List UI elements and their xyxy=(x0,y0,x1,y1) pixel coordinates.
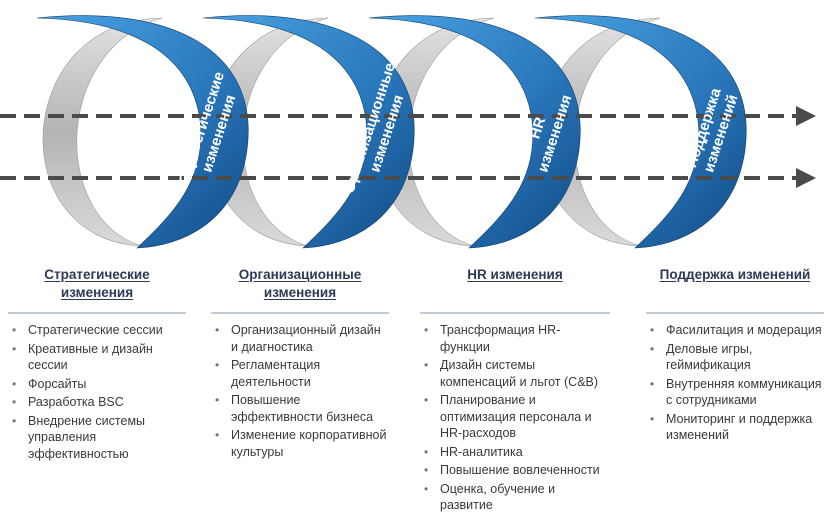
column-list: Стратегические сессии Креативные и дизай… xyxy=(8,322,186,462)
column-list: Организационный дизайн и диагностика Рег… xyxy=(211,322,389,460)
list-item: Регламентация деятельности xyxy=(211,357,389,390)
column-title: Поддержка изменений xyxy=(659,267,811,282)
list-item: Креативные и дизайн сессии xyxy=(8,341,186,374)
ribbon-back-3 xyxy=(374,17,495,247)
list-item: Дизайн системы компенсаций и льгот (C&B) xyxy=(420,357,610,390)
list-item: Мониторинг и поддержка изменений xyxy=(646,411,824,444)
list-item: Организационный дизайн и диагностика xyxy=(211,322,389,355)
list-item: Деловые игры, геймификация xyxy=(646,341,824,374)
column-hr: HR изменения Трансформация HR-функции Ди… xyxy=(420,266,610,516)
column-title: HR изменения xyxy=(467,267,563,282)
column-title: Стратегические изменения xyxy=(44,267,150,300)
list-item: Стратегические сессии xyxy=(8,322,186,339)
ribbon-front-3 xyxy=(368,15,581,249)
list-item: Изменение корпоративной культуры xyxy=(211,427,389,460)
list-item: Внедрение системы управления эффективнос… xyxy=(8,413,186,463)
list-item: Внутренняя коммуникация с сотрудниками xyxy=(646,376,824,409)
list-item: Повышение эффективности бизнеса xyxy=(211,392,389,425)
ribbon-front-2 xyxy=(202,15,415,249)
column-support: Поддержка изменений Фасилитация и модера… xyxy=(646,266,824,446)
list-item: HR-аналитика xyxy=(420,444,610,461)
ribbon-back-1 xyxy=(42,17,163,247)
ribbon-back-2 xyxy=(208,17,329,247)
list-item: Фасилитация и модерация xyxy=(646,322,824,339)
list-item: Повышение вовлеченности xyxy=(420,462,610,479)
column-strategic: Стратегические изменения Стратегические … xyxy=(8,266,186,464)
ribbon-front-1 xyxy=(36,15,249,249)
column-organizational: Организационные изменения Организационны… xyxy=(211,266,389,462)
column-list: Фасилитация и модерация Деловые игры, ге… xyxy=(646,322,824,444)
list-item: Оценка, обучение и развитие xyxy=(420,481,610,514)
column-divider xyxy=(211,312,389,314)
column-divider xyxy=(8,312,186,314)
ribbon-back-4 xyxy=(540,17,661,247)
list-item: Разработка BSC xyxy=(8,394,186,411)
list-item: Форсайты xyxy=(8,376,186,393)
ribbon-front-4 xyxy=(534,15,747,249)
column-title: Организационные изменения xyxy=(238,267,362,300)
column-list: Трансформация HR-функции Дизайн системы … xyxy=(420,322,610,514)
column-divider xyxy=(646,312,824,314)
list-item: Трансформация HR-функции xyxy=(420,322,610,355)
column-divider xyxy=(420,312,610,314)
list-item: Планирование и оптимизация персонала и H… xyxy=(420,392,610,442)
